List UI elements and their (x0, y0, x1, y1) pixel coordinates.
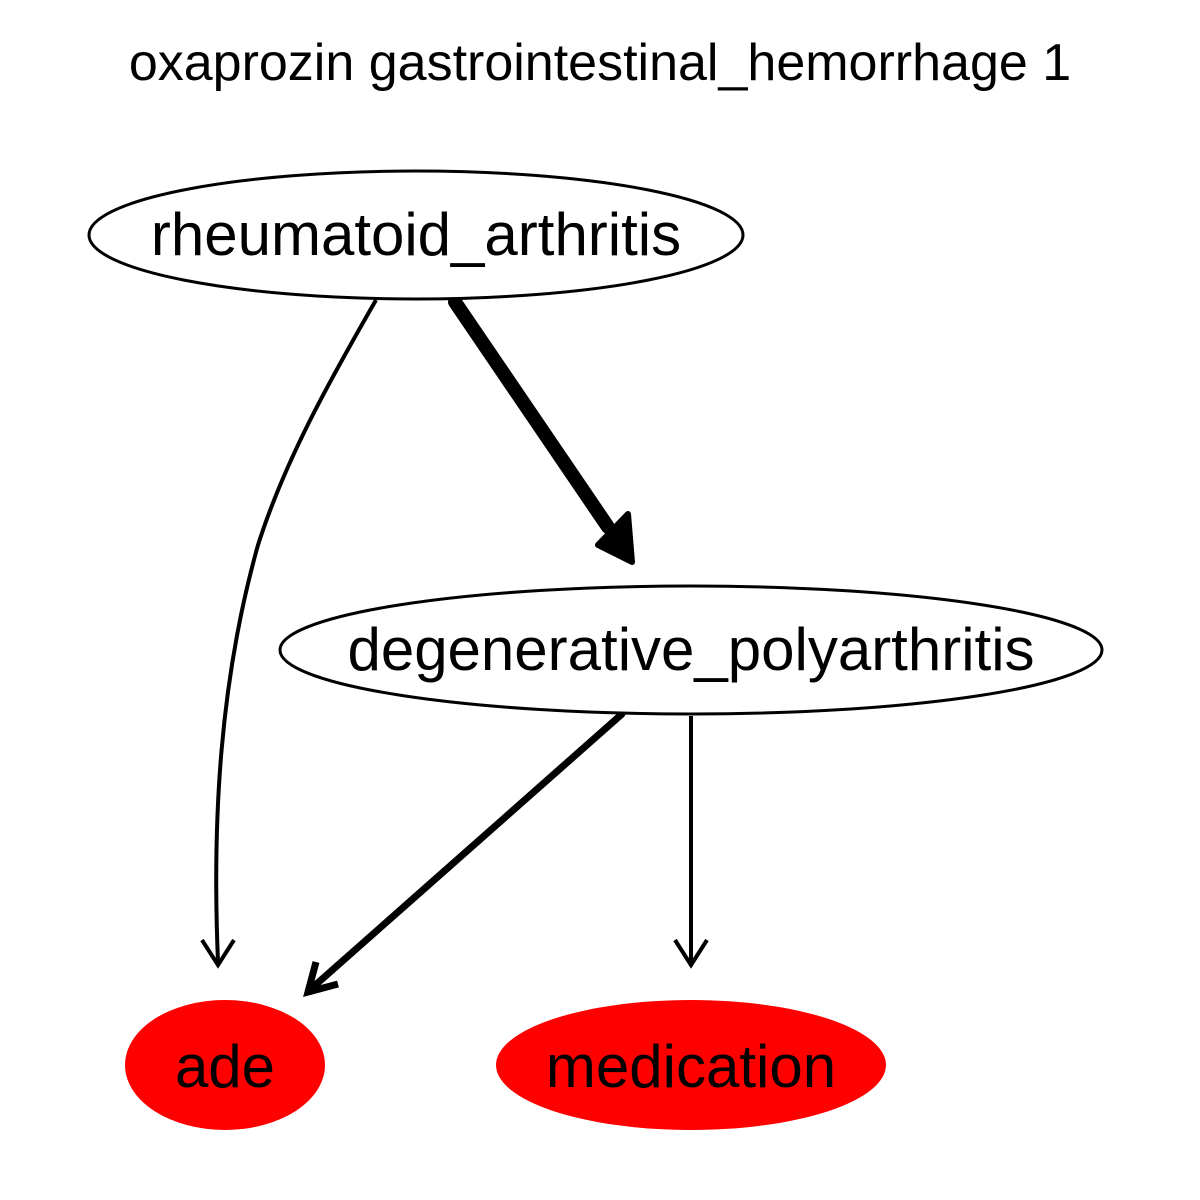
edge-rheumatoid-to-ade (200, 299, 378, 969)
node-label: medication (546, 1033, 836, 1100)
node-label: degenerative_polyarthritis (347, 616, 1034, 683)
node-shape (125, 1000, 325, 1130)
graph-title: oxaprozin gastrointestinal_hemorrhage 1 (129, 34, 1071, 92)
node-shape (87, 169, 745, 301)
arrowhead-open (200, 938, 236, 969)
node-label: rheumatoid_arthritis (151, 201, 681, 268)
edge-rheumatoid-to-degenerative (448, 295, 635, 565)
node-shape (278, 584, 1104, 716)
arrowhead-medium (303, 961, 339, 997)
edge-degenerative-to-ade (303, 710, 626, 997)
arrowhead-open (673, 938, 709, 969)
node-medication: medication (496, 1000, 886, 1130)
node-shape (496, 1000, 886, 1130)
node-label: ade (175, 1033, 275, 1100)
edge-degenerative-to-medication (673, 716, 709, 969)
node-ade: ade (125, 1000, 325, 1130)
edges (200, 295, 709, 997)
arrowhead-heavy (595, 511, 635, 565)
node-rheumatoid-arthritis: rheumatoid_arthritis (87, 169, 745, 301)
node-degenerative-polyarthritis: degenerative_polyarthritis (278, 584, 1104, 716)
